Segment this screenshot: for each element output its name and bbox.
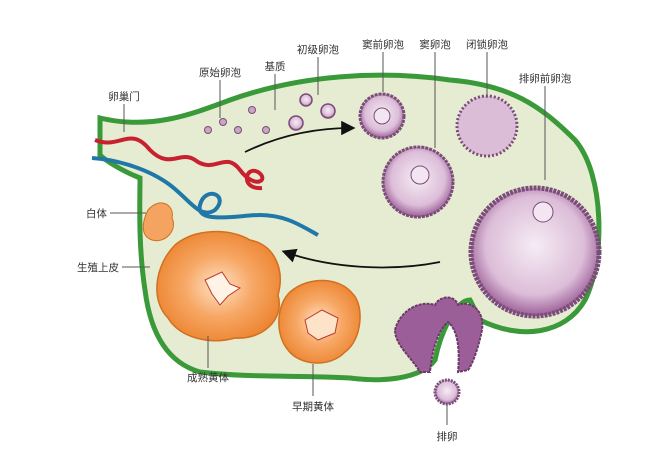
label-mature-corpus-luteum: 成熟黄体 xyxy=(187,371,229,384)
label-primary-follicle: 初级卵泡 xyxy=(297,43,339,56)
label-corpus-albicans: 白体 xyxy=(86,207,107,220)
label-early-corpus-luteum: 早期黄体 xyxy=(292,400,334,413)
label-ovulation: 排卵 xyxy=(437,430,458,443)
vein xyxy=(91,156,319,237)
label-atretic-follicle: 闭锁卵泡 xyxy=(466,38,508,51)
regression-arrow xyxy=(281,248,441,269)
development-arrow xyxy=(244,120,356,153)
atretic-follicle xyxy=(455,94,519,158)
ovum xyxy=(433,378,461,406)
label-hilum: 卵巢门 xyxy=(108,90,140,103)
label-primordial-follicle: 原始卵泡 xyxy=(199,66,241,79)
ovulation-site xyxy=(393,296,484,374)
label-antral-follicle: 窦卵泡 xyxy=(419,38,451,51)
artery xyxy=(94,136,265,191)
label-germinal-epithelium: 生殖上皮 xyxy=(77,261,119,274)
label-preovulatory-follicle: 排卵前卵泡 xyxy=(519,72,572,85)
primary-follicles xyxy=(288,93,336,131)
label-preantral-follicle: 窦前卵泡 xyxy=(362,38,404,51)
label-stroma: 基质 xyxy=(265,60,286,73)
corpus-albicans xyxy=(142,202,174,242)
preovulatory-follicle xyxy=(468,185,602,319)
primordial-follicles xyxy=(204,106,270,134)
